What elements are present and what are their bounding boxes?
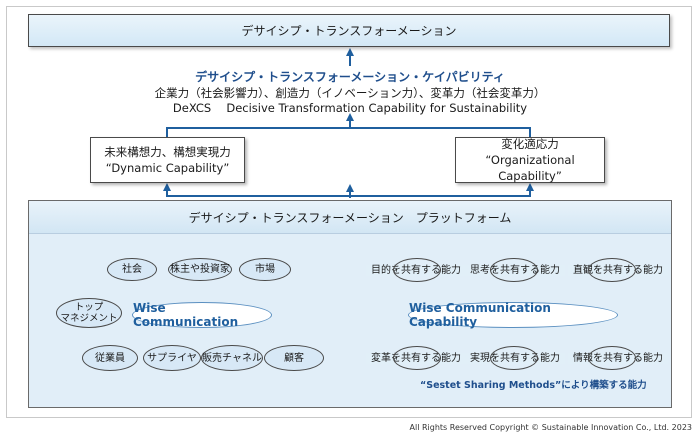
copyright-notice: All Rights Reserved Copyright © Sustaina… xyxy=(409,423,693,432)
wise-capability-label: Wise Communication Capability xyxy=(409,301,551,329)
transformation-box: デサイシプ・トランスフォーメーション xyxy=(28,14,670,47)
node-top-management: トップ マネジメント xyxy=(56,298,122,328)
node-suppliers: サプライヤ xyxy=(143,345,201,371)
wise-communication-label: Wise Communication xyxy=(133,301,239,329)
organizational-capability-line2: “Organizational Capability” xyxy=(485,153,575,183)
organizational-capability-line1: 変化適応力 xyxy=(501,137,559,151)
wise-capability-hub: Wise Communication Capability xyxy=(408,301,618,329)
node-share-realization-ring xyxy=(490,346,538,370)
node-customers: 顧客 xyxy=(264,345,324,371)
dexcs-capabilities: 企業力（社会影響力）、創造力（イノベーション力）、変革力（社会変革力） xyxy=(154,86,546,100)
node-share-intuition-ring xyxy=(588,258,636,282)
node-society: 社会 xyxy=(107,258,157,281)
node-share-information-ring xyxy=(588,346,636,370)
organizational-capability-box: 変化適応力 “Organizational Capability” xyxy=(455,137,605,183)
dynamic-capability-line2: “Dynamic Capability” xyxy=(105,161,230,175)
boxes-top-connector xyxy=(166,127,531,137)
node-share-thinking-ring xyxy=(490,258,538,282)
platform-title: デサイシプ・トランスフォーメーション プラットフォーム xyxy=(29,201,671,234)
dynamic-capability-box: 未来構想力、構想実現力 “Dynamic Capability” xyxy=(90,137,245,183)
wise-communication-hub: Wise Communication xyxy=(132,301,272,329)
node-employees: 従業員 xyxy=(82,345,138,371)
transformation-label: デサイシプ・トランスフォーメーション xyxy=(241,24,457,38)
node-share-purpose-ring xyxy=(393,258,441,282)
dexcs-definition: DeXCS Decisive Transformation Capability… xyxy=(172,101,528,115)
node-market: 市場 xyxy=(239,258,291,281)
node-sales-channels: 販売チャネル xyxy=(201,345,263,371)
boxes-bottom-connector xyxy=(166,190,531,197)
node-shareholders: 株主や投資家 xyxy=(168,258,232,281)
dexcs-title: デサイシプ・トランスフォーメーション・ケイパビリティ xyxy=(195,70,505,84)
dynamic-capability-line1: 未来構想力、構想実現力 xyxy=(104,145,231,159)
node-share-transformation-ring xyxy=(393,346,441,370)
sestet-caption: “Sestet Sharing Methods”により構築する能力 xyxy=(420,380,647,391)
